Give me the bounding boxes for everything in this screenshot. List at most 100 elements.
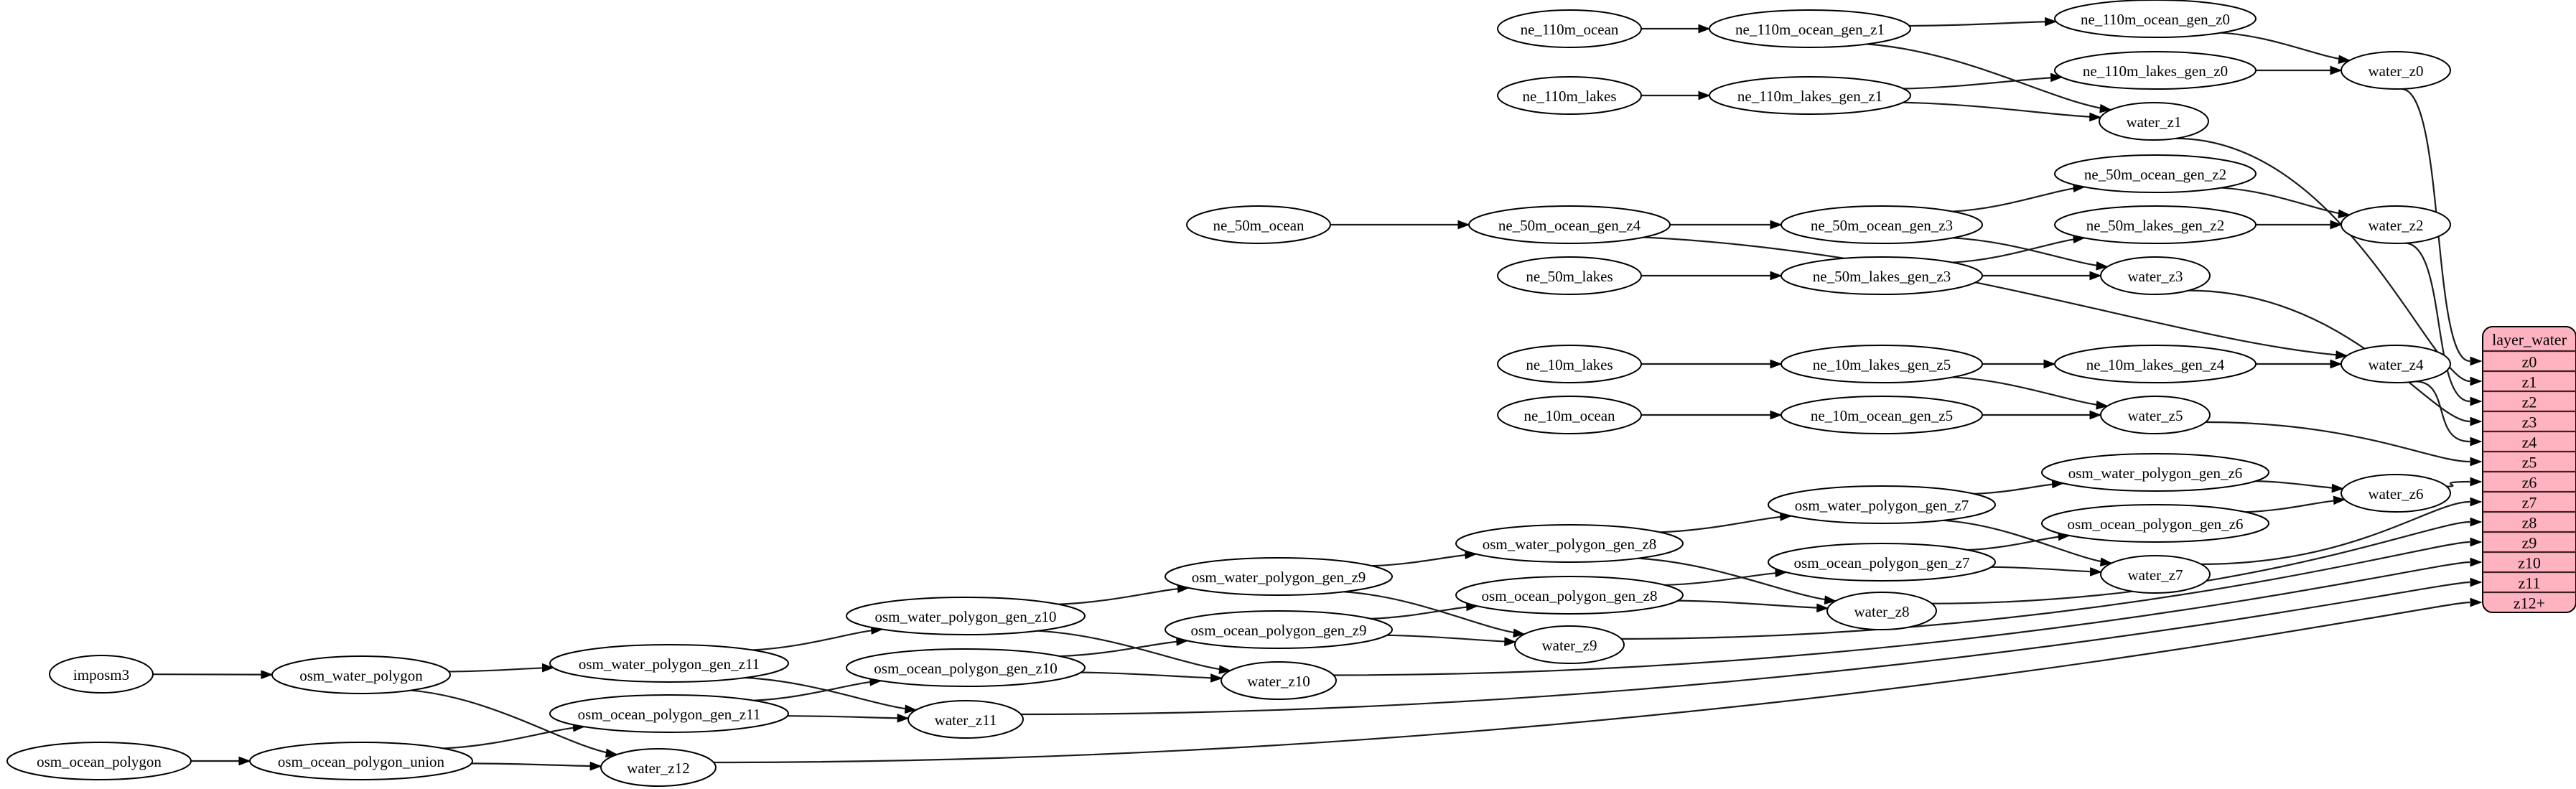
node-ne_110m_lakes_gen_z0[interactable]: ne_110m_lakes_gen_z0 bbox=[2054, 51, 2257, 90]
node-label: ne_10m_lakes_gen_z4 bbox=[2086, 356, 2225, 373]
edge-arrowhead bbox=[1210, 673, 1223, 683]
node-ne_10m_lakes[interactable]: ne_10m_lakes bbox=[1497, 345, 1642, 383]
edge-osm_ocean_polygon_gen_z6-to-water_z6 bbox=[2245, 498, 2345, 513]
node-label: water_z3 bbox=[2128, 268, 2183, 285]
edge-osm_water_polygon_gen_z7-to-osm_water_polygon_gen_z6 bbox=[1974, 482, 2063, 495]
node-shape bbox=[1497, 396, 1642, 434]
node-osm_water_polygon_gen_z9[interactable]: osm_water_polygon_gen_z9 bbox=[1165, 557, 1393, 596]
edge-water_z1-to-layer_water-z1 bbox=[2175, 137, 2470, 383]
node-ne_10m_lakes_gen_z4[interactable]: ne_10m_lakes_gen_z4 bbox=[2054, 345, 2257, 383]
node-water_z8[interactable]: water_z8 bbox=[1826, 592, 1937, 630]
node-label: osm_water_polygon bbox=[299, 667, 423, 684]
node-label: ne_10m_lakes bbox=[1526, 356, 1613, 373]
node-osm_water_polygon_gen_z7[interactable]: osm_water_polygon_gen_z7 bbox=[1768, 485, 1996, 524]
edge-arrowhead bbox=[2331, 483, 2344, 493]
layer-water-table[interactable]: layer_waterz0z1z2z3z4z5z6z7z8z9z10z11z12… bbox=[2482, 326, 2576, 613]
layer-table-row-z4[interactable]: z4 bbox=[2522, 434, 2537, 452]
edge-osm_water_polygon_gen_z10-to-water_z10 bbox=[1037, 630, 1231, 672]
edge-osm_ocean_polygon_union-to-water_z12 bbox=[471, 762, 602, 767]
node-osm_ocean_polygon_gen_z8[interactable]: osm_ocean_polygon_gen_z8 bbox=[1455, 576, 1684, 615]
node-osm_ocean_polygon_gen_z7[interactable]: osm_ocean_polygon_gen_z7 bbox=[1768, 543, 1996, 582]
layer-table-row-z12+[interactable]: z12+ bbox=[2514, 594, 2545, 612]
edge-arrowhead bbox=[2338, 55, 2351, 65]
node-label: ne_50m_ocean bbox=[1213, 217, 1305, 234]
node-osm_water_polygon_gen_z6[interactable]: osm_water_polygon_gen_z6 bbox=[2041, 453, 2269, 492]
layer-table-row-z0[interactable]: z0 bbox=[2522, 353, 2537, 371]
edge-osm_ocean_polygon_gen_z9-to-water_z9 bbox=[1386, 634, 1516, 643]
edge-ne_50m_lakes_gen_z3-to-ne_50m_lakes_gen_z2 bbox=[1952, 237, 2085, 263]
node-shape bbox=[2100, 256, 2211, 295]
edge-arrowhead bbox=[2096, 401, 2109, 410]
node-ne_50m_lakes_gen_z2[interactable]: ne_50m_lakes_gen_z2 bbox=[2054, 205, 2257, 244]
node-ne_110m_ocean_gen_z0[interactable]: ne_110m_ocean_gen_z0 bbox=[2054, 0, 2257, 38]
node-water_z1[interactable]: water_z1 bbox=[2099, 102, 2209, 141]
node-ne_10m_ocean[interactable]: ne_10m_ocean bbox=[1497, 396, 1642, 434]
node-ne_10m_lakes_gen_z5[interactable]: ne_10m_lakes_gen_z5 bbox=[1781, 345, 1983, 383]
layer-table-row-z11[interactable]: z11 bbox=[2519, 574, 2541, 592]
node-label: water_z5 bbox=[2128, 407, 2183, 424]
node-ne_50m_ocean[interactable]: ne_50m_ocean bbox=[1186, 205, 1331, 244]
edge-osm_ocean_polygon_gen_z11-to-water_z11 bbox=[787, 715, 909, 719]
node-water_z5[interactable]: water_z5 bbox=[2100, 396, 2211, 434]
edge-water_z8-to-layer_water-z8 bbox=[1931, 520, 2470, 604]
edge-osm_water_polygon_gen_z9-to-osm_water_polygon_gen_z8 bbox=[1371, 553, 1477, 567]
layer-table-row-z2[interactable]: z2 bbox=[2522, 393, 2537, 411]
node-osm_ocean_polygon_gen_z6[interactable]: osm_ocean_polygon_gen_z6 bbox=[2041, 504, 2269, 543]
node-imposm3[interactable]: imposm3 bbox=[49, 655, 154, 694]
node-shape bbox=[1709, 76, 1911, 115]
node-water_z0[interactable]: water_z0 bbox=[2341, 51, 2451, 90]
node-ne_110m_ocean_gen_z1[interactable]: ne_110m_ocean_gen_z1 bbox=[1709, 9, 1911, 48]
layer-table-row-z3[interactable]: z3 bbox=[2522, 414, 2537, 431]
node-shape bbox=[2054, 205, 2257, 244]
edge-ne_50m_ocean_gen_z4-to-water_z4 bbox=[1643, 236, 2347, 357]
node-water_z10[interactable]: water_z10 bbox=[1221, 661, 1337, 700]
node-ne_110m_lakes[interactable]: ne_110m_lakes bbox=[1497, 76, 1642, 115]
node-water_z7[interactable]: water_z7 bbox=[2100, 555, 2211, 594]
node-shape bbox=[2341, 51, 2451, 90]
node-water_z12[interactable]: water_z12 bbox=[600, 748, 717, 787]
node-water_z9[interactable]: water_z9 bbox=[1514, 625, 1625, 664]
node-ne_50m_lakes[interactable]: ne_50m_lakes bbox=[1497, 256, 1642, 295]
layer-table-row-z9[interactable]: z9 bbox=[2522, 534, 2537, 552]
edge-arrowhead bbox=[2089, 271, 2102, 281]
node-water_z4[interactable]: water_z4 bbox=[2341, 345, 2451, 383]
node-shape bbox=[1455, 576, 1684, 615]
layer-table-row-z5[interactable]: z5 bbox=[2522, 454, 2537, 472]
node-ne_50m_ocean_gen_z2[interactable]: ne_50m_ocean_gen_z2 bbox=[2054, 154, 2257, 193]
node-osm_water_polygon[interactable]: osm_water_polygon bbox=[271, 655, 451, 694]
edge-ne_110m_ocean_gen_z0-to-water_z0 bbox=[2221, 32, 2350, 62]
node-ne_110m_ocean[interactable]: ne_110m_ocean bbox=[1497, 9, 1642, 48]
node-osm_ocean_polygon_union[interactable]: osm_ocean_polygon_union bbox=[249, 742, 473, 780]
edge-osm_water_polygon_gen_z11-to-water_z11 bbox=[745, 676, 916, 711]
node-osm_ocean_polygon[interactable]: osm_ocean_polygon bbox=[6, 742, 192, 780]
edge-ne_50m_ocean_gen_z2-to-water_z2 bbox=[2221, 187, 2350, 216]
layer-table-row-z1[interactable]: z1 bbox=[2522, 373, 2537, 391]
node-water_z11[interactable]: water_z11 bbox=[907, 700, 1024, 739]
node-shape bbox=[1781, 345, 1983, 383]
node-ne_110m_lakes_gen_z1[interactable]: ne_110m_lakes_gen_z1 bbox=[1709, 76, 1911, 115]
node-water_z6[interactable]: water_z6 bbox=[2341, 474, 2451, 513]
node-osm_ocean_polygon_gen_z9[interactable]: osm_ocean_polygon_gen_z9 bbox=[1165, 610, 1393, 649]
node-osm_ocean_polygon_gen_z10[interactable]: osm_ocean_polygon_gen_z10 bbox=[846, 648, 1086, 687]
node-osm_water_polygon_gen_z11[interactable]: osm_water_polygon_gen_z11 bbox=[549, 644, 789, 683]
edge-osm_water_polygon_gen_z9-to-water_z9 bbox=[1343, 591, 1525, 635]
layer-table-row-z6[interactable]: z6 bbox=[2522, 474, 2537, 492]
node-osm_water_polygon_gen_z8[interactable]: osm_water_polygon_gen_z8 bbox=[1455, 524, 1684, 563]
node-osm_water_polygon_gen_z10[interactable]: osm_water_polygon_gen_z10 bbox=[846, 597, 1086, 635]
node-osm_ocean_polygon_gen_z11[interactable]: osm_ocean_polygon_gen_z11 bbox=[549, 694, 789, 733]
node-ne_50m_lakes_gen_z3[interactable]: ne_50m_lakes_gen_z3 bbox=[1781, 256, 1983, 295]
edge-osm_ocean_polygon_gen_z11-to-osm_ocean_polygon_gen_z10 bbox=[753, 680, 882, 701]
node-ne_50m_ocean_gen_z4[interactable]: ne_50m_ocean_gen_z4 bbox=[1468, 205, 1671, 244]
node-water_z3[interactable]: water_z3 bbox=[2100, 256, 2211, 295]
node-ne_10m_ocean_gen_z5[interactable]: ne_10m_ocean_gen_z5 bbox=[1781, 396, 1983, 434]
layer-table-row-z10[interactable]: z10 bbox=[2518, 554, 2541, 572]
layer-table-row-z8[interactable]: z8 bbox=[2522, 514, 2537, 532]
layer-table-row-z7[interactable]: z7 bbox=[2522, 494, 2537, 512]
edge-arrowhead bbox=[2089, 112, 2102, 122]
edge-osm_ocean_polygon_union-to-osm_ocean_polygon_gen_z11 bbox=[443, 726, 584, 750]
node-ne_50m_ocean_gen_z3[interactable]: ne_50m_ocean_gen_z3 bbox=[1781, 205, 1983, 244]
edge-arrowhead bbox=[2330, 65, 2343, 75]
edge-arrowhead bbox=[2470, 537, 2483, 547]
node-shape bbox=[1781, 205, 1983, 244]
node-water_z2[interactable]: water_z2 bbox=[2341, 205, 2451, 244]
